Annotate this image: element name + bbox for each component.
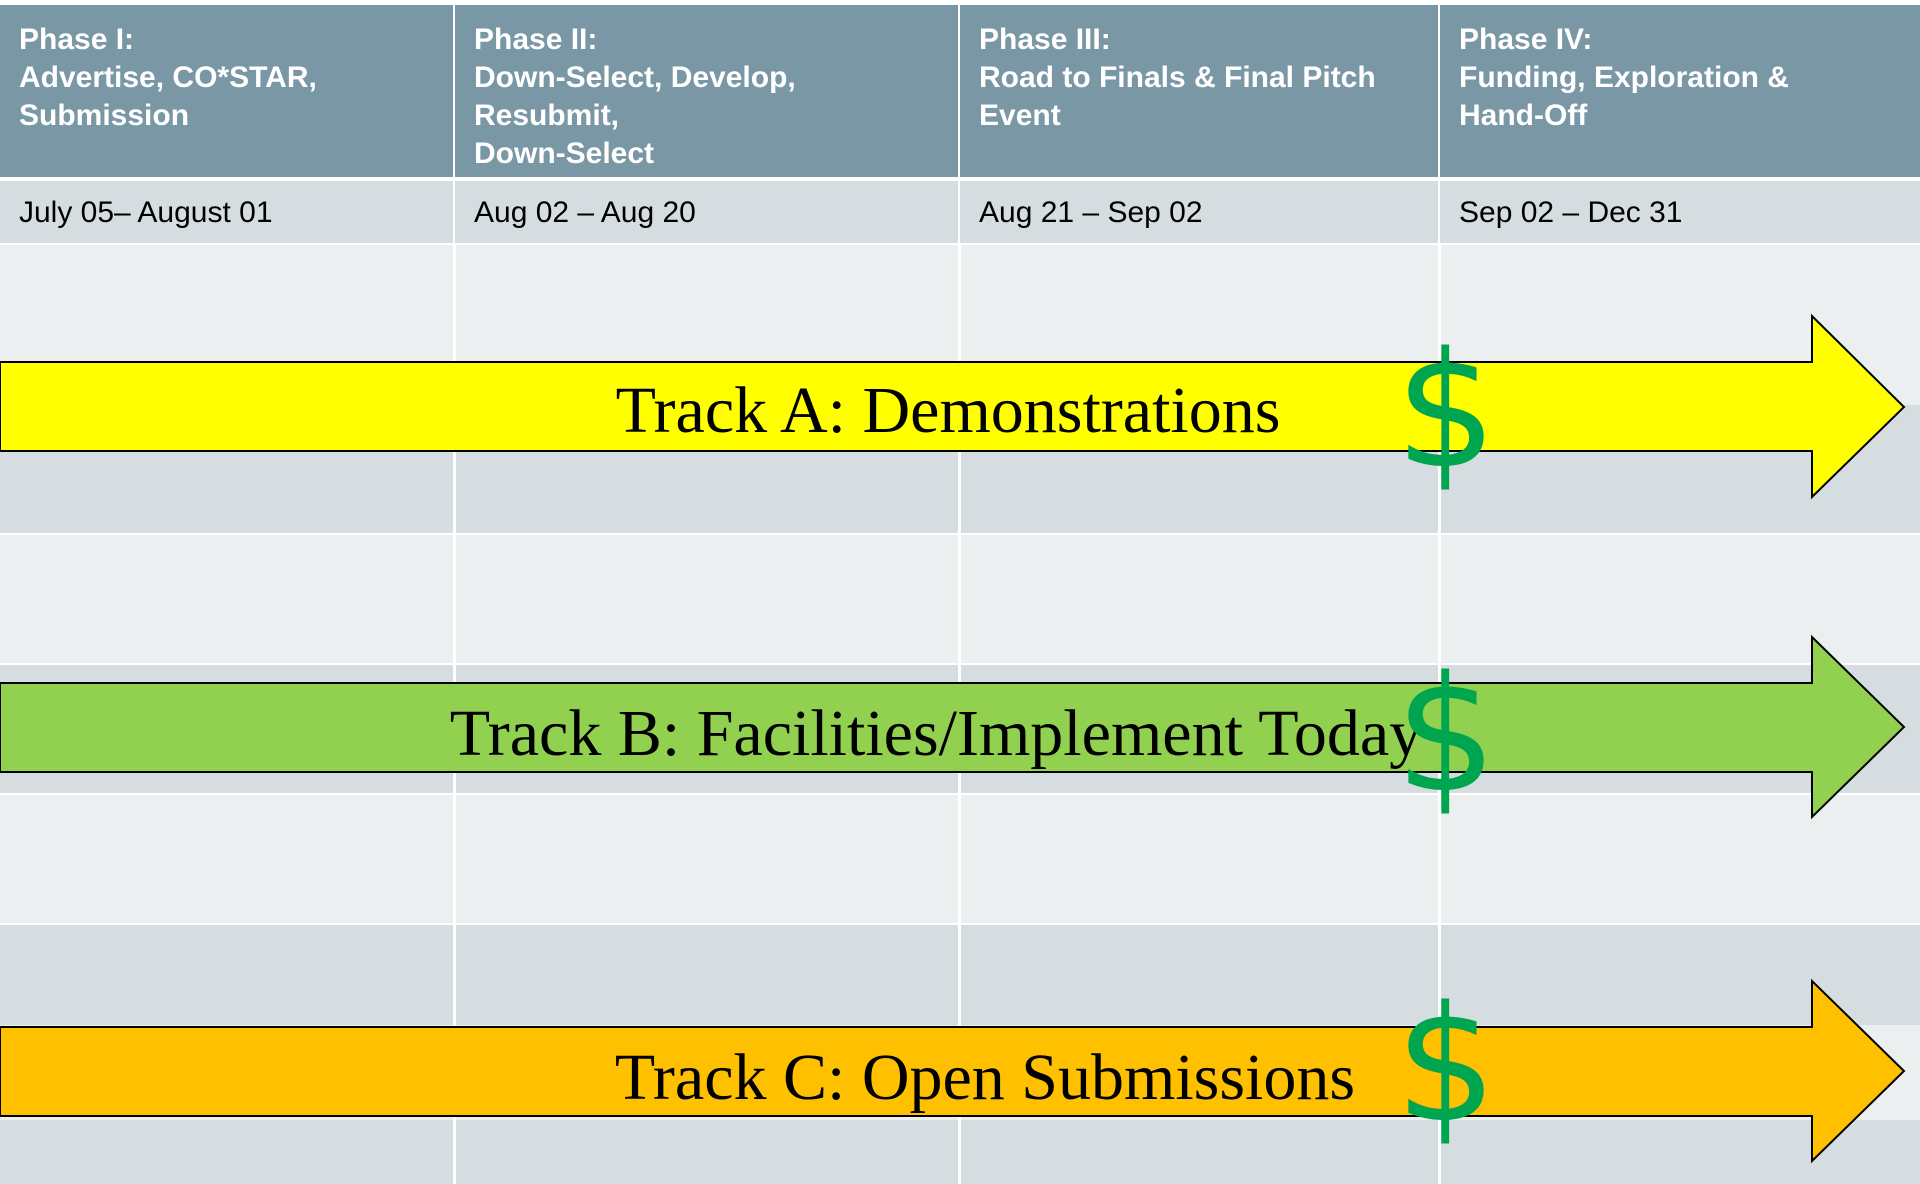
phase-label: Phase IV:: [1459, 23, 1593, 56]
phase-label: Phase III:: [979, 23, 1111, 56]
phase-header-3: Phase III: Road to Finals & Final Pitch …: [960, 5, 1438, 177]
row-divider: [0, 663, 1920, 665]
phase-header-1: Phase I: Advertise, CO*STAR, Submission: [0, 5, 453, 177]
phase-header-2: Phase II: Down-Select, Develop, Resubmit…: [455, 5, 958, 177]
row-divider: [0, 923, 1920, 925]
row-divider: [0, 533, 1920, 535]
phase-title: Funding, Exploration & Hand-Off: [1459, 61, 1789, 132]
dollar-icon: $: [1395, 641, 1497, 828]
phase-dates-4: Sep 02 – Dec 31: [1440, 181, 1920, 243]
phase-label: Phase II:: [474, 23, 598, 56]
phase-dates-3: Aug 21 – Sep 02: [960, 181, 1438, 243]
track-c-label: Track C: Open Submissions: [615, 1041, 1355, 1114]
track-a-arrow: Track A: Demonstrations $: [0, 313, 1906, 504]
track-c-arrow: Track C: Open Submissions $: [0, 971, 1906, 1164]
dollar-icon: $: [1395, 971, 1497, 1158]
track-b-arrow: Track B: Facilities/Implement Today $: [0, 634, 1906, 828]
phase-title: Advertise, CO*STAR, Submission: [19, 61, 317, 132]
track-b-label: Track B: Facilities/Implement Today: [450, 697, 1422, 770]
phase-label: Phase I:: [19, 23, 135, 56]
phase-title: Road to Finals & Final Pitch Event: [979, 61, 1376, 132]
dollar-icon: $: [1395, 317, 1497, 504]
track-c-arrow-shape: [0, 978, 1906, 1164]
track-a-label: Track A: Demonstrations: [616, 374, 1281, 447]
phase-header-4: Phase IV: Funding, Exploration & Hand-Of…: [1440, 5, 1920, 177]
phase-dates-1: July 05– August 01: [0, 181, 453, 243]
track-a-arrow-shape: [0, 313, 1906, 500]
track-b-arrow-shape: [0, 634, 1906, 820]
phase-dates-2: Aug 02 – Aug 20: [455, 181, 958, 243]
phase-title: Down-Select, Develop, Resubmit, Down-Sel…: [474, 61, 796, 170]
